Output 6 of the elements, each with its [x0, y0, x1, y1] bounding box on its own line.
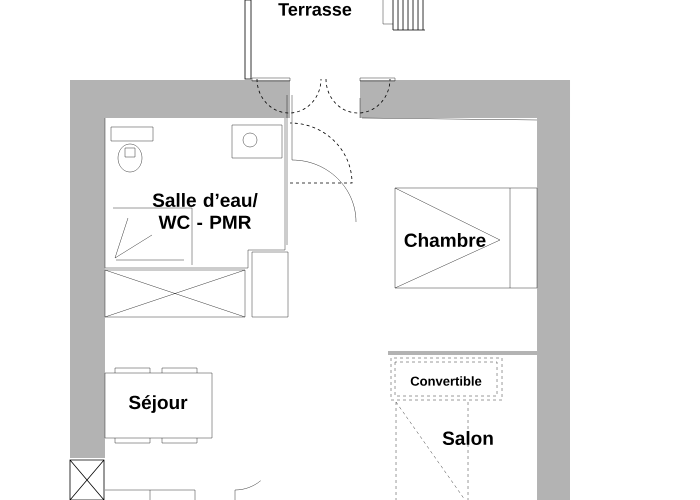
room-label: Salon: [442, 431, 493, 445]
room-label: Chambre: [404, 233, 486, 247]
room-label: Séjour: [129, 395, 188, 413]
room-label: Salle d’eau/ WC - PMR: [152, 193, 258, 229]
room-label: Convertible: [410, 376, 482, 386]
room-label: Terrasse: [278, 3, 352, 16]
